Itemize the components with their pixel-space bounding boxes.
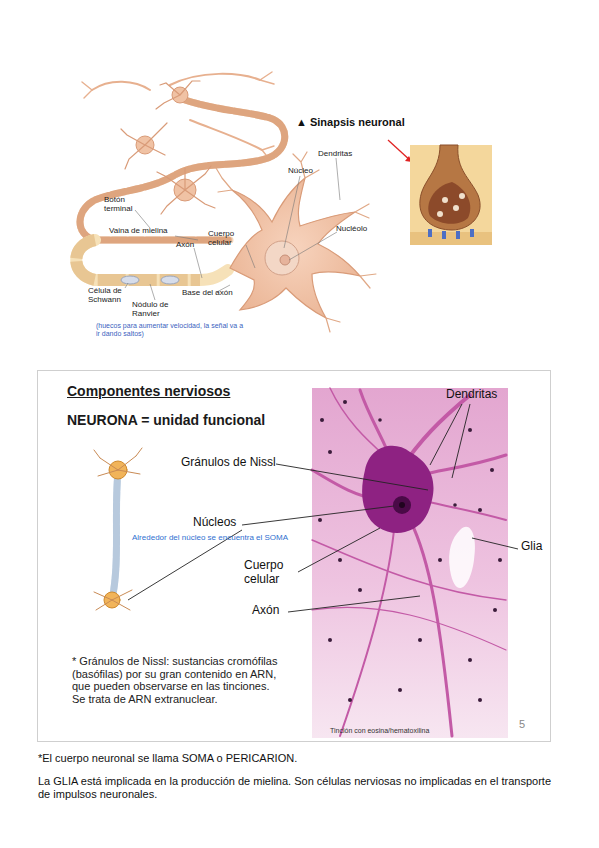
slide-subtitle: NEURONA = unidad funcional: [67, 412, 265, 428]
micrograph-label: Dendritas: [446, 388, 497, 402]
sinapsis-title: ▲ Sinapsis neuronal: [296, 116, 405, 129]
part-name: Núcleo: [288, 166, 313, 175]
micrograph-label: Cuerpo celular: [244, 559, 298, 587]
caption-text: Tinción con eosina/hematoxilina: [330, 727, 429, 735]
note-text: Alrededor del núcleo se encuentra el SOM…: [132, 533, 312, 542]
page-number: 5: [519, 718, 525, 731]
body-text: La GLIA está implicada en la producción …: [38, 775, 560, 800]
part-name: Nódulo de Ranvier: [132, 300, 182, 318]
part-name: Botón terminal: [104, 195, 140, 213]
part-name: Vaina de mielina: [109, 226, 168, 235]
slide-title: Componentes nerviosos: [67, 383, 230, 399]
part-name: Base del axón: [182, 288, 233, 297]
micrograph-label: Gránulos de Nissl: [181, 456, 276, 470]
micrograph-label: Glia: [521, 540, 542, 554]
micrograph-label: Núcleos: [193, 516, 236, 530]
part-name: Axón: [176, 240, 194, 249]
micrograph-label: Axón: [252, 604, 279, 618]
part-name: Nucléolo: [336, 224, 367, 233]
footnote-text: * Gránulos de Nissl: sustancias cromófil…: [72, 655, 280, 706]
body-text: *El cuerpo neuronal se llama SOMA o PERI…: [38, 752, 297, 765]
part-name: Cuerpo celular: [208, 229, 248, 247]
part-name: Dendritas: [318, 149, 352, 158]
note-text: (huecos para aumentar velocidad, la seña…: [96, 322, 246, 338]
